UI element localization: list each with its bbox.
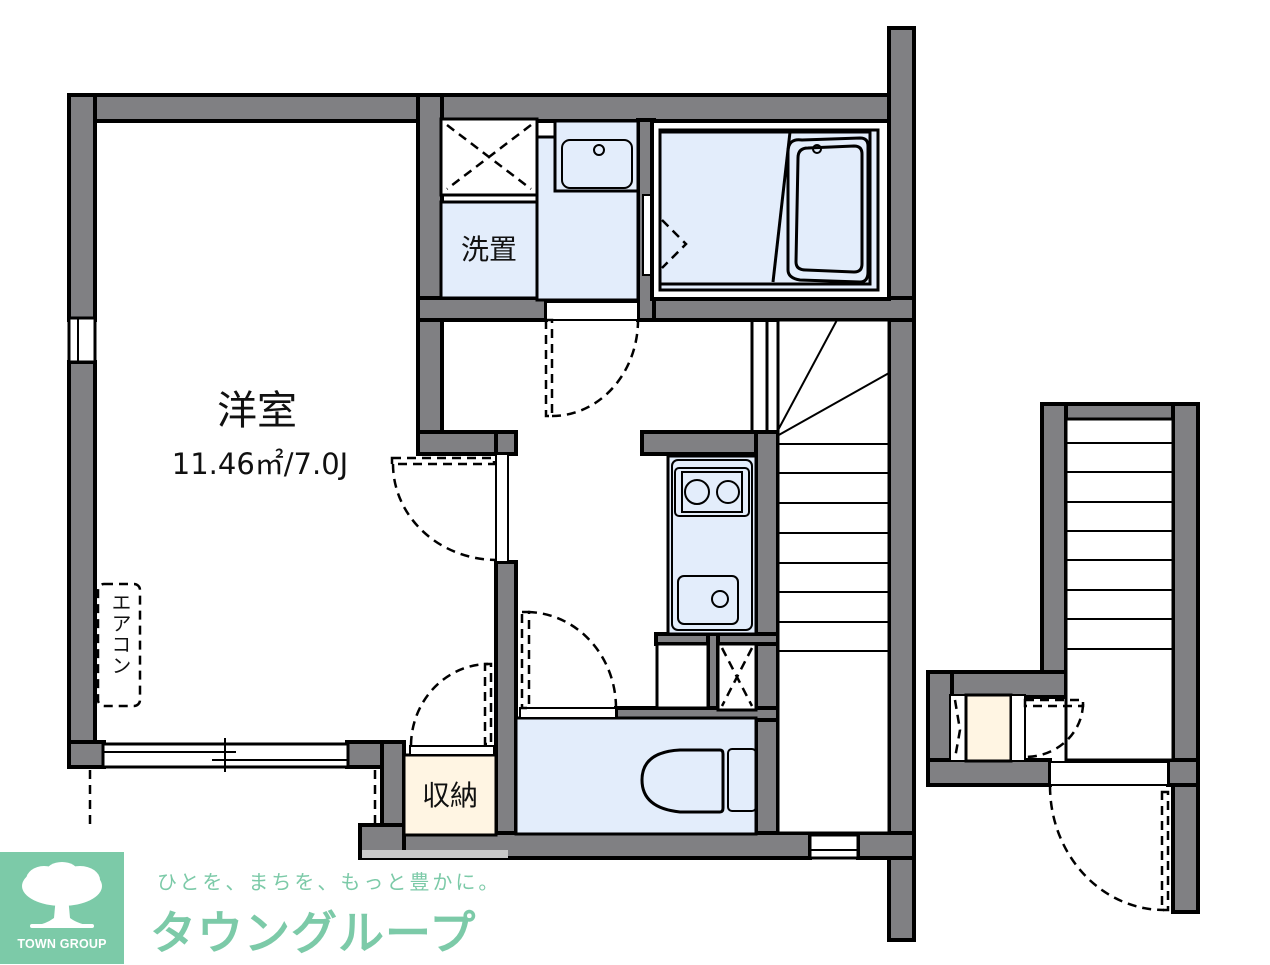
room-name-closet: 収納: [422, 779, 478, 812]
room-area-western: 11.46㎡/7.0J: [172, 447, 348, 481]
toilet-icon: [640, 748, 757, 814]
washroom-door: [544, 301, 640, 418]
closet-door: [409, 662, 495, 756]
storage-cross: [716, 642, 758, 712]
entrance-door: [1048, 761, 1170, 912]
wall-highlight: [362, 850, 508, 858]
stove-icon: [674, 467, 750, 517]
logo-text: TOWN GROUP: [17, 937, 107, 951]
entry-inner-door: [1023, 698, 1085, 759]
company-name: タウングループ: [150, 906, 477, 960]
tree-icon: [22, 862, 102, 928]
aircon-label: エアコン: [108, 592, 132, 676]
toilet-door: [519, 610, 618, 719]
window-left: [67, 316, 97, 364]
washer-space: [439, 200, 539, 300]
toilet-room: [514, 716, 758, 836]
window-balcony: [101, 738, 350, 772]
bathtub-icon: [650, 119, 891, 301]
tagline: ひとを、まちを、もっと豊かに。: [157, 870, 502, 894]
bath-door-opening: [642, 194, 652, 276]
stairs-main-icon: [750, 318, 891, 835]
shoe-box: [949, 693, 1026, 763]
fridge-space: [655, 642, 710, 710]
linen-storage: [439, 117, 539, 197]
town-group-logo: TOWN GROUP: [0, 852, 124, 964]
window-bottom: [808, 833, 860, 860]
room-name-washer: 洗置: [461, 233, 517, 266]
entrance-walls: [926, 402, 1200, 914]
western-room-door: [390, 453, 509, 563]
washbasin-icon: [553, 119, 640, 193]
kitchen-sink-icon: [677, 575, 739, 625]
aircon-box: [96, 582, 142, 708]
room-name-western: 洋室: [217, 388, 297, 434]
